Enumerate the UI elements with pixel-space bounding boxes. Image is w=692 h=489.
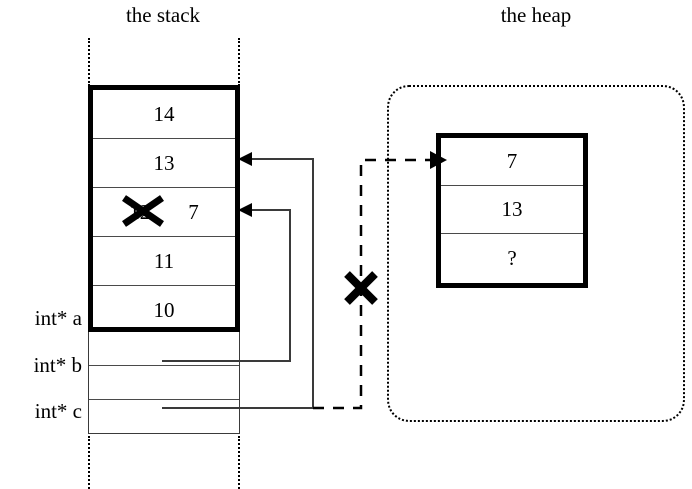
var-label-b: int* b — [33, 353, 82, 377]
heap-cell-0: 7 — [441, 138, 583, 186]
stack-guide-right-bottom — [238, 436, 240, 489]
heap-block-box: 7 13 ? — [436, 133, 588, 288]
stack-guide-left-top — [88, 38, 90, 86]
stack-pointer-box — [88, 332, 240, 434]
stack-cell-0: 14 — [93, 90, 235, 139]
stack-cell-4-value: 10 — [153, 298, 175, 322]
var-label-c: int* c — [34, 399, 82, 423]
stack-pointer-cell-c — [89, 400, 239, 434]
stack-pointer-cell-b — [89, 366, 239, 400]
heap-title: the heap — [500, 3, 572, 27]
stack-array-box: 14 13 12 7 11 10 — [88, 85, 240, 332]
stack-cell-2-old-value-group: 12 — [122, 194, 165, 227]
var-label-a: int* a — [34, 306, 82, 330]
stack-title: the stack — [125, 3, 201, 27]
stack-cell-3: 11 — [93, 237, 235, 286]
stack-cell-2-old-value: 12 — [129, 199, 151, 224]
stack-cell-3-value: 11 — [153, 248, 175, 273]
stack-cell-4: 10 — [93, 286, 235, 335]
heap-cell-1: 13 — [441, 186, 583, 234]
stack-guide-right-top — [238, 38, 240, 86]
invalid-pointer-x-icon — [344, 271, 378, 305]
stack-cell-1-value: 13 — [153, 150, 175, 175]
stack-cell-2-new-value: 7 — [188, 199, 199, 224]
stack-guide-left-bottom — [88, 436, 90, 489]
stack-cell-2: 12 7 — [93, 188, 235, 237]
stack-cell-0-value: 14 — [153, 101, 175, 126]
stack-cell-1: 13 — [93, 139, 235, 188]
pointer-c-arrowhead — [238, 152, 252, 166]
heap-cell-1-value: 13 — [501, 197, 523, 221]
heap-cell-2: ? — [441, 234, 583, 282]
heap-cell-2-value: ? — [507, 245, 517, 270]
pointer-b-arrowhead — [238, 203, 252, 217]
stack-pointer-cell-a — [89, 332, 239, 366]
heap-cell-0-value: 7 — [506, 149, 518, 173]
